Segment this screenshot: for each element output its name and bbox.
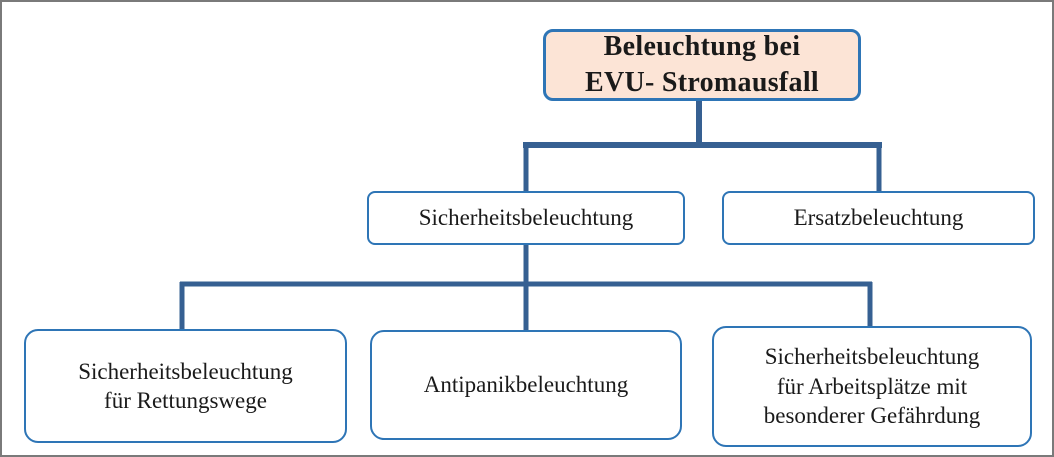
node-sicherheitsbeleuchtung: Sicherheitsbeleuchtung bbox=[367, 191, 685, 245]
node-root-label: Beleuchtung bei EVU- Stromausfall bbox=[584, 31, 820, 98]
node-antipanikbeleuchtung-label: Antipanikbeleuchtung bbox=[423, 372, 629, 398]
node-arbeitsplaetze-label: Sicherheitsbeleuchtung für Arbeitsplätze… bbox=[763, 344, 981, 429]
node-sicherheitsbeleuchtung-fuer-arbeitsplaetze: Sicherheitsbeleuchtung für Arbeitsplätze… bbox=[712, 326, 1032, 447]
node-antipanikbeleuchtung: Antipanikbeleuchtung bbox=[370, 330, 682, 440]
node-rettungswege-label: Sicherheitsbeleuchtung für Rettungswege bbox=[78, 358, 293, 413]
node-beleuchtung-bei-evu-stromausfall: Beleuchtung bei EVU- Stromausfall bbox=[543, 29, 861, 101]
node-sicherheitsbeleuchtung-fuer-rettungswege: Sicherheitsbeleuchtung für Rettungswege bbox=[24, 329, 347, 443]
node-ersatzbeleuchtung-label: Ersatzbeleuchtung bbox=[793, 205, 964, 231]
node-ersatzbeleuchtung: Ersatzbeleuchtung bbox=[722, 191, 1035, 245]
node-sicherheitsbeleuchtung-label: Sicherheitsbeleuchtung bbox=[418, 205, 634, 231]
